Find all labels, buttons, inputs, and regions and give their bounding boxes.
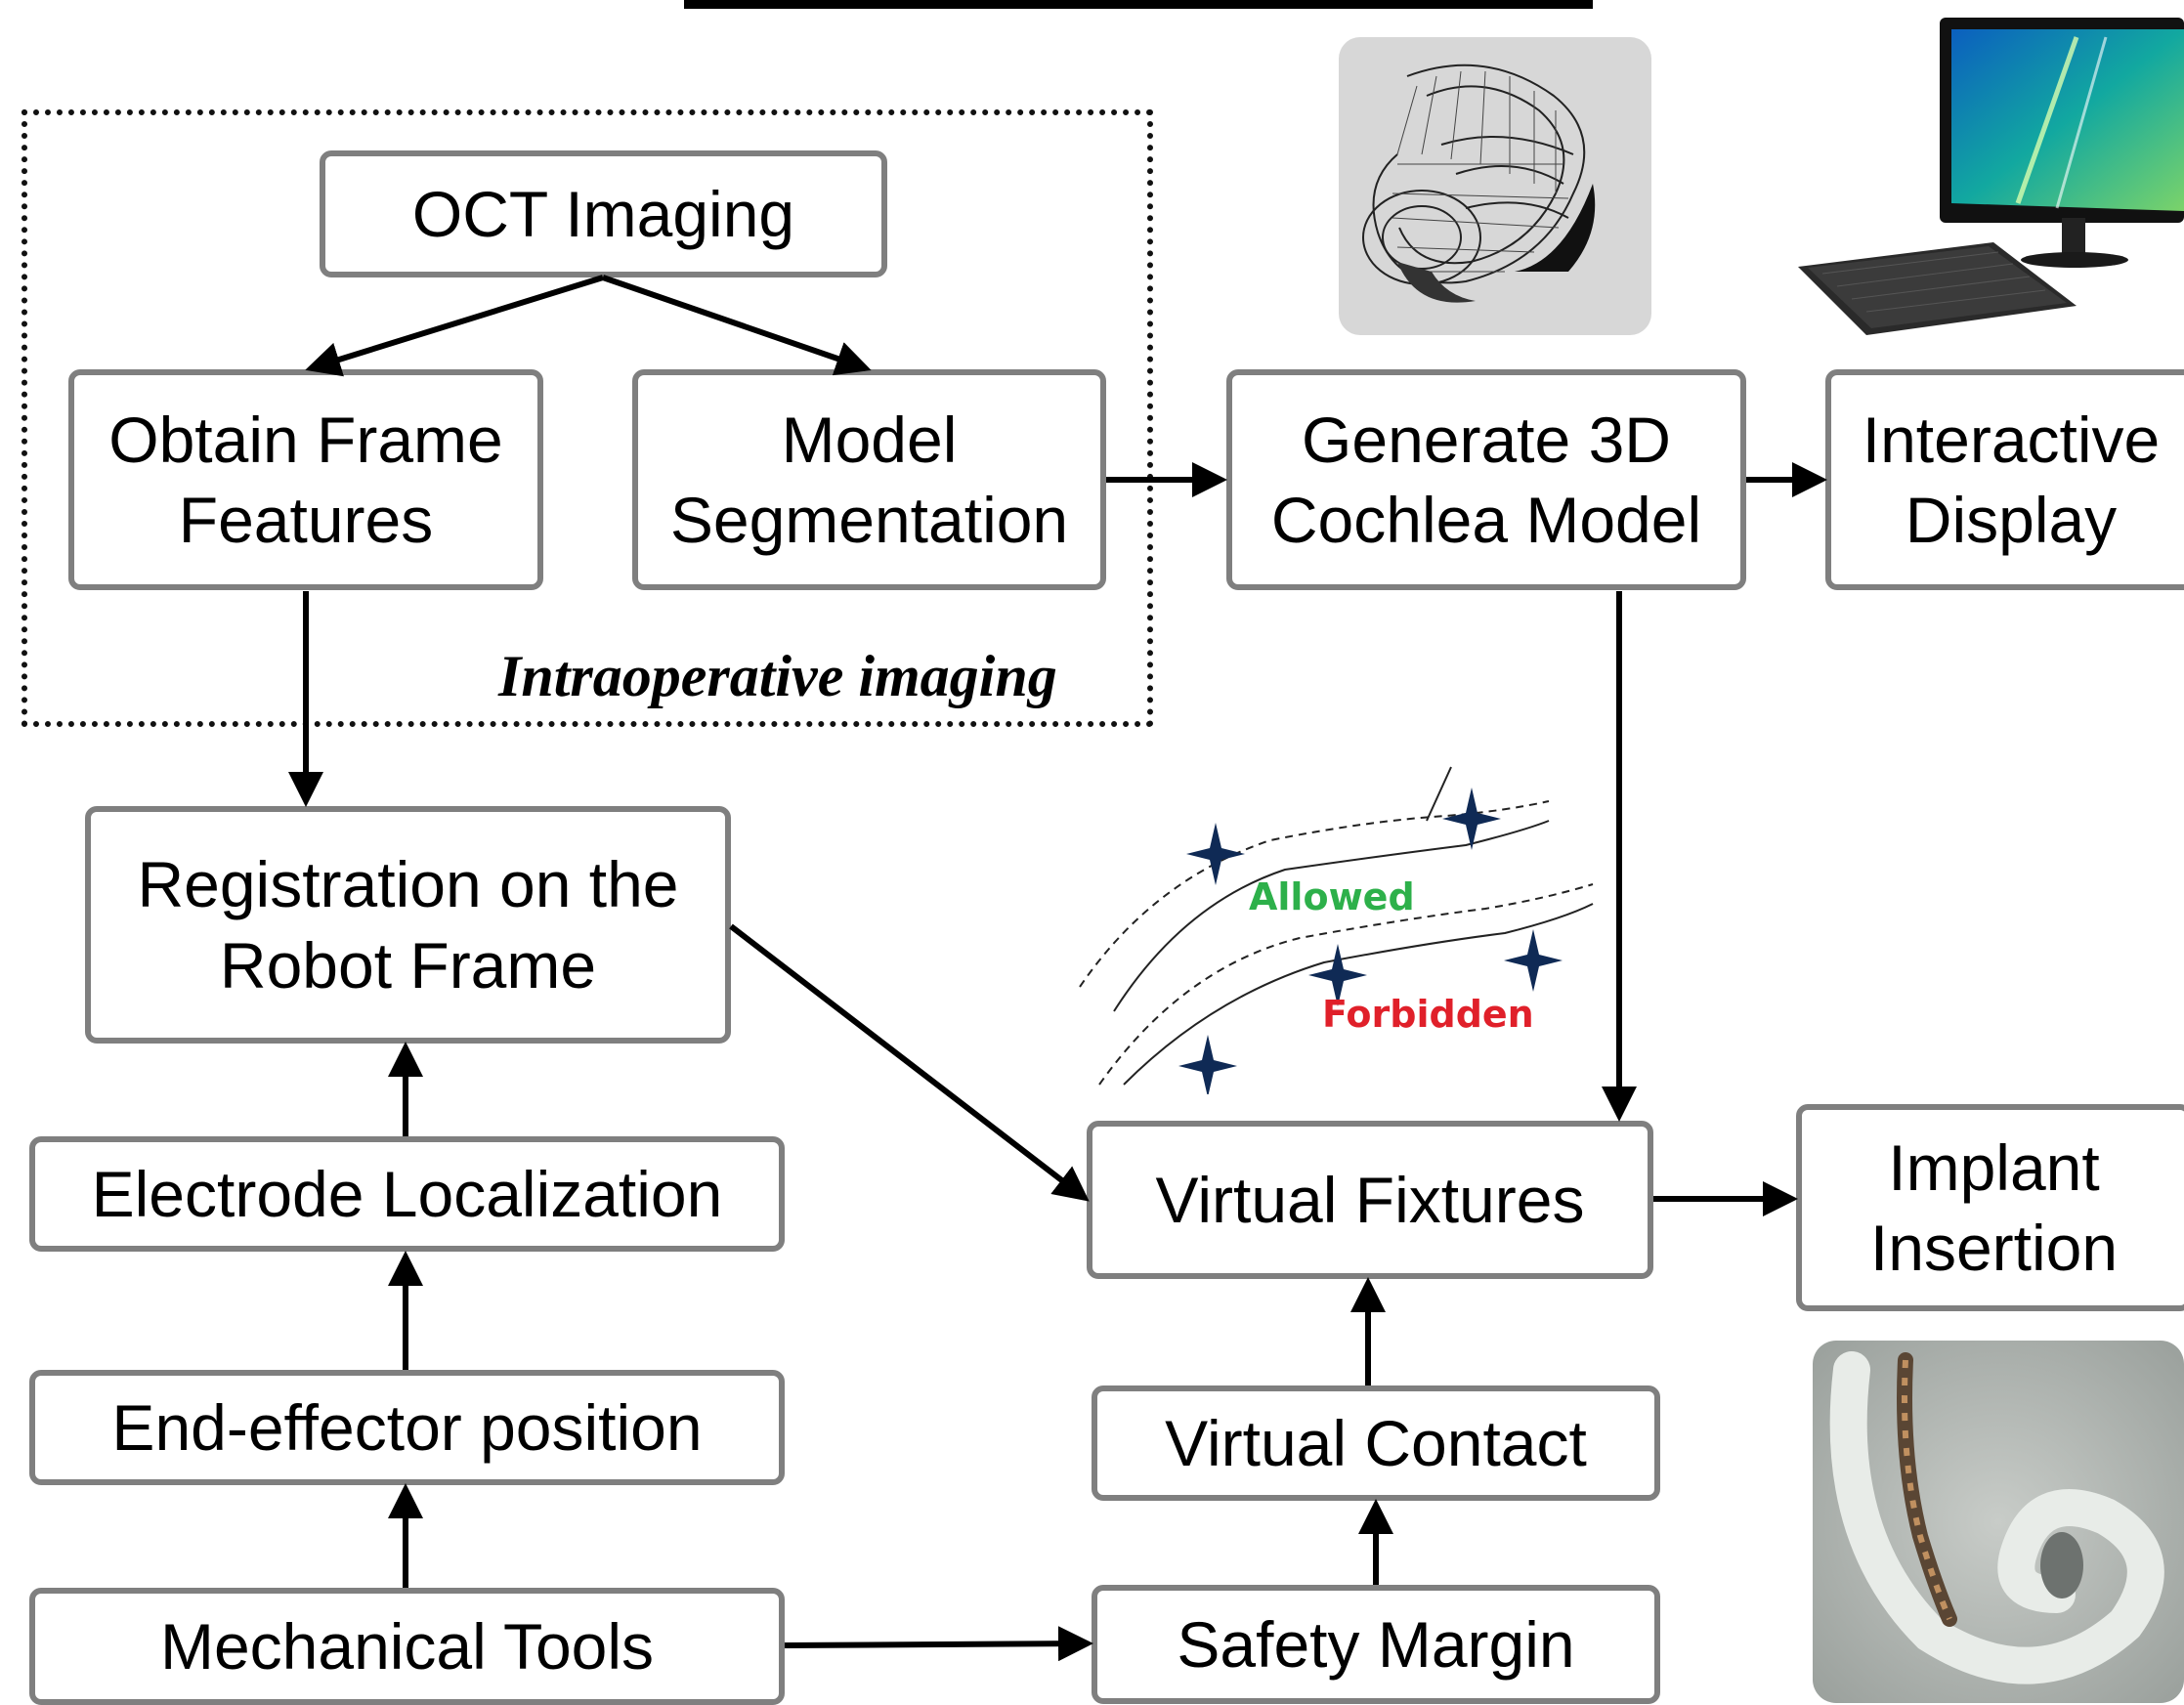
allowed-label: Allowed bbox=[1249, 875, 1415, 918]
arrow-oct-to-obtain bbox=[305, 275, 604, 377]
interactive-display-box: Interactive Display bbox=[1825, 369, 2184, 590]
mechanical-tools-box: Mechanical Tools bbox=[29, 1588, 785, 1705]
oct-imaging-box: OCT Imaging bbox=[320, 150, 887, 277]
cochlea-3d-model-image bbox=[1339, 37, 1651, 335]
top-rule bbox=[684, 0, 1593, 9]
intraoperative-imaging-label: Intraoperative imaging bbox=[498, 644, 1057, 708]
end-effector-position-box: End-effector position bbox=[29, 1370, 785, 1485]
virtual-contact-box: Virtual Contact bbox=[1092, 1385, 1660, 1501]
safety-margin-box: Safety Margin bbox=[1092, 1585, 1660, 1704]
registration-box: Registration on the Robot Frame bbox=[85, 806, 731, 1044]
implant-insertion-photo bbox=[1813, 1341, 2184, 1703]
intraoperative-imaging-region bbox=[21, 109, 1153, 727]
arrow-registration-to-fixtures bbox=[729, 923, 1090, 1202]
computer-display-image bbox=[1798, 18, 2184, 335]
arrow-mechanical-to-safety bbox=[784, 1626, 1093, 1662]
virtual-fixtures-illustration bbox=[1079, 766, 1594, 1094]
arrow-oct-to-segmentation bbox=[602, 275, 872, 376]
implant-insertion-box: Implant Insertion bbox=[1796, 1104, 2184, 1311]
electrode-localization-box: Electrode Localization bbox=[29, 1136, 785, 1252]
generate-3d-cochlea-model-box: Generate 3D Cochlea Model bbox=[1226, 369, 1746, 590]
forbidden-label: Forbidden bbox=[1322, 993, 1534, 1036]
virtual-fixtures-box: Virtual Fixtures bbox=[1087, 1121, 1653, 1279]
model-segmentation-box: Model Segmentation bbox=[632, 369, 1106, 590]
